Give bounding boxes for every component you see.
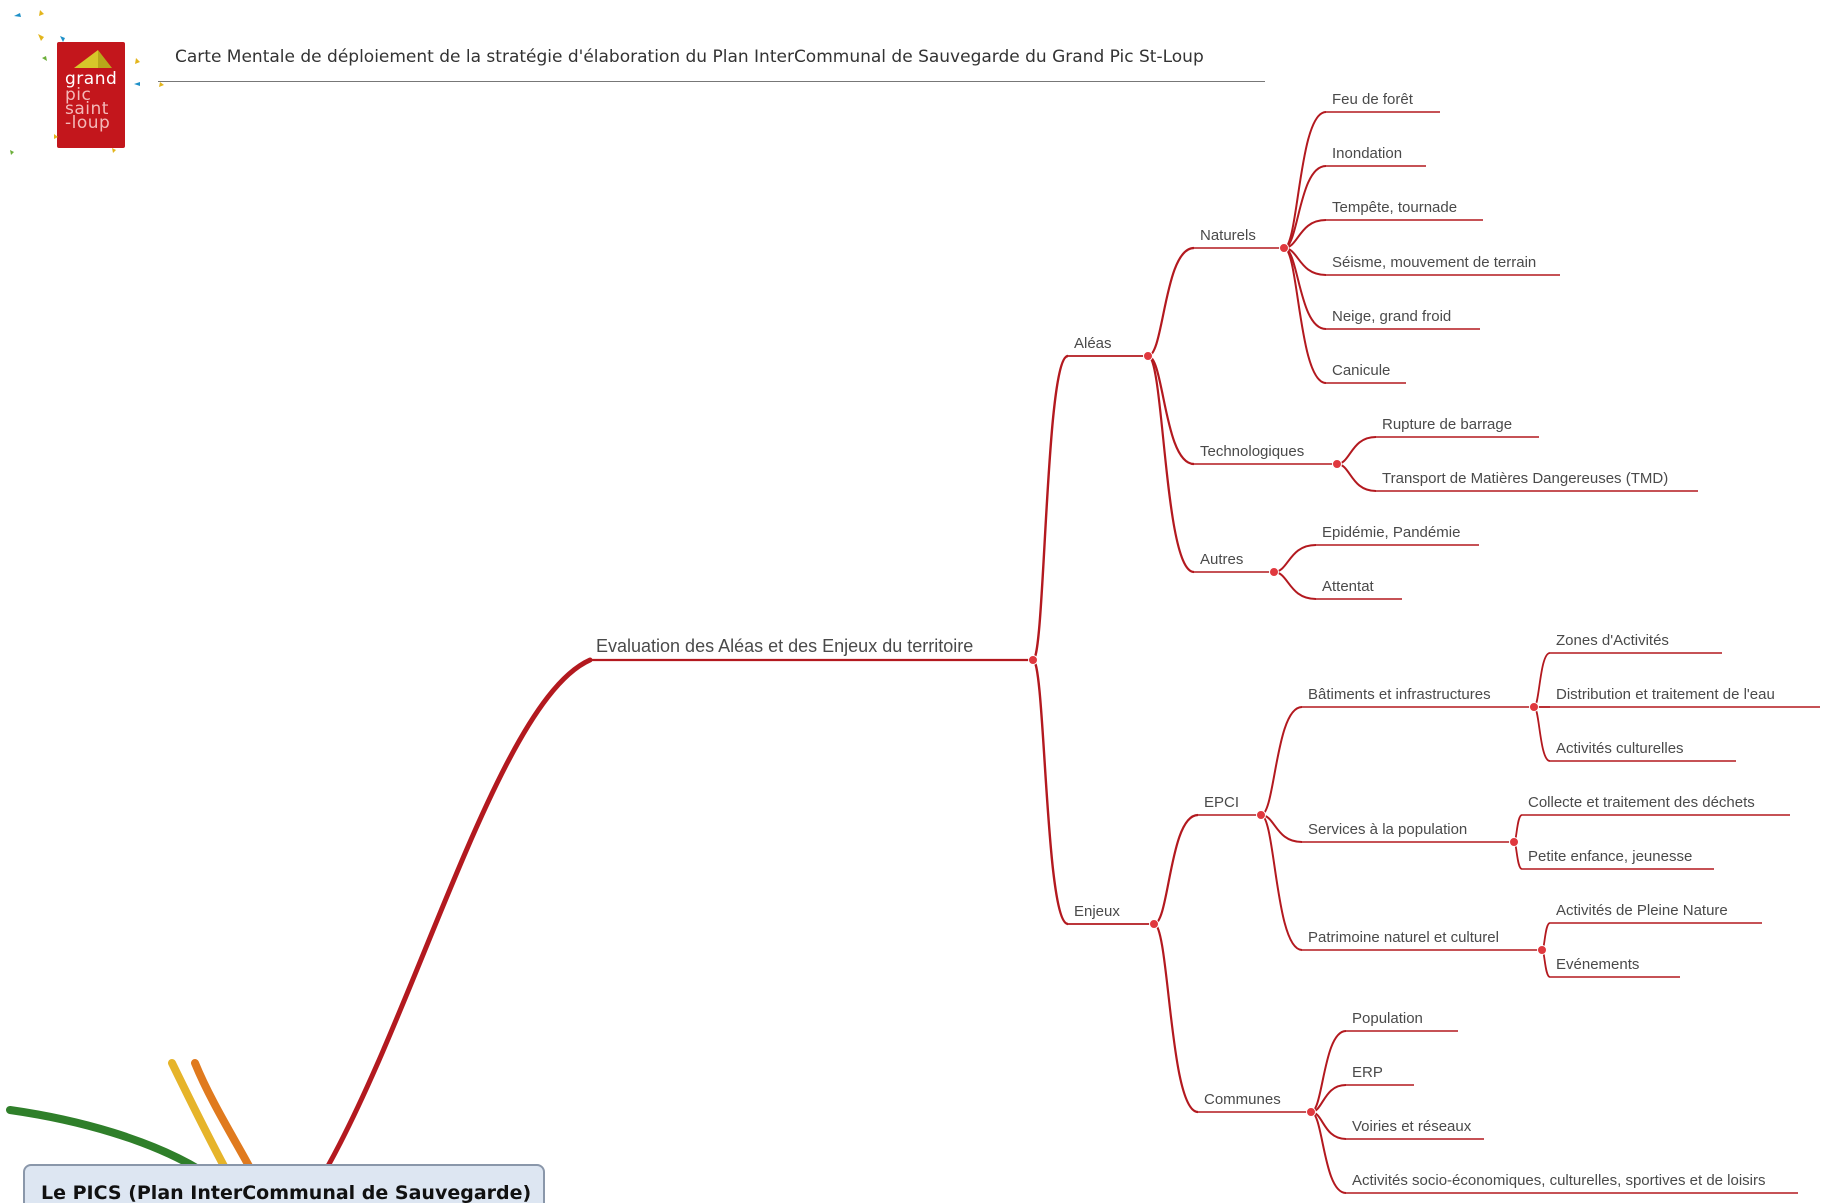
node-population[interactable]: Population	[1352, 1010, 1423, 1027]
node-distribution-et-traitement-de-l-eau[interactable]: Distribution et traitement de l'eau	[1556, 686, 1775, 703]
collapse-toggle-dot[interactable]	[1269, 567, 1279, 577]
node-petite-enfance-jeunesse[interactable]: Petite enfance, jeunesse	[1528, 848, 1692, 865]
branch-connector	[1031, 658, 1069, 926]
page-title: Carte Mentale de déploiement de la strat…	[175, 47, 1204, 67]
node-evenements[interactable]: Evénements	[1556, 956, 1639, 973]
node-services-a-la-population[interactable]: Services à la population	[1308, 821, 1467, 838]
node-communes[interactable]: Communes	[1204, 1091, 1281, 1108]
node-epidemie-pandemie[interactable]: Epidémie, Pandémie	[1322, 524, 1460, 541]
logo-triangle-shade-icon	[98, 50, 112, 68]
node-attentat[interactable]: Attentat	[1322, 578, 1375, 595]
collapse-toggle-dot[interactable]	[1529, 702, 1539, 712]
collapse-toggle-dot[interactable]	[1028, 655, 1038, 665]
node-inondation[interactable]: Inondation	[1332, 145, 1402, 162]
yellow-swoosh-decoration	[168, 1059, 229, 1172]
collapse-toggle-dot[interactable]	[1143, 351, 1153, 361]
node-evaluation-des-aleas-et-des-enjeux-du-territoire[interactable]: Evaluation des Aléas et des Enjeux du te…	[596, 636, 973, 656]
branch-connector	[1152, 922, 1199, 1114]
node-enjeux[interactable]: Enjeux	[1074, 903, 1120, 920]
collapse-toggle-dot[interactable]	[1279, 243, 1289, 253]
branch-connector	[1283, 165, 1327, 249]
node-rupture-de-barrage[interactable]: Rupture de barrage	[1382, 416, 1512, 433]
node-batiments-et-infrastructures[interactable]: Bâtiments et infrastructures	[1308, 686, 1491, 703]
node-zones-d-activites[interactable]: Zones d'Activités	[1556, 632, 1669, 649]
collapse-toggle-dot[interactable]	[1256, 810, 1266, 820]
branch-connector	[1283, 111, 1327, 249]
branch-connector	[1533, 706, 1551, 762]
branch-connector	[1147, 246, 1195, 358]
logo-triangle-icon	[74, 50, 98, 68]
node-activites-socio-economiques-culturelles-sportives-et-de-loisirs[interactable]: Activités socio-économiques, culturelles…	[1352, 1172, 1766, 1189]
branch-connector	[1336, 463, 1377, 492]
orange-swoosh-decoration	[191, 1059, 254, 1172]
node-autres[interactable]: Autres	[1200, 551, 1243, 568]
node-erp[interactable]: ERP	[1352, 1064, 1383, 1081]
branch-connector	[1146, 354, 1195, 574]
collapse-toggle-dot[interactable]	[1149, 919, 1159, 929]
collapse-toggle-dot[interactable]	[1537, 945, 1547, 955]
branch-connector	[1283, 247, 1327, 384]
title-divider	[158, 81, 1265, 82]
branch-connector	[1260, 814, 1303, 951]
node-feu-de-foret[interactable]: Feu de forêt	[1332, 91, 1414, 108]
node-neige-grand-froid[interactable]: Neige, grand froid	[1332, 308, 1451, 325]
node-collecte-et-traitement-des-dechets[interactable]: Collecte et traitement des déchets	[1528, 794, 1755, 811]
logo-text-line-3: saint	[65, 99, 109, 119]
logo-text-line-1: grand	[65, 69, 118, 89]
branch-connector	[1260, 706, 1303, 816]
green-swoosh-decoration	[6, 1106, 204, 1174]
node-activites-de-pleine-nature[interactable]: Activités de Pleine Nature	[1556, 902, 1728, 919]
root-node[interactable]: Le PICS (Plan InterCommunal de Sauvegard…	[23, 1164, 545, 1203]
collapse-toggle-dot[interactable]	[1306, 1107, 1316, 1117]
branch-connector	[1533, 652, 1551, 708]
node-activites-culturelles[interactable]: Activités culturelles	[1556, 740, 1684, 757]
branch-connector	[1273, 544, 1317, 573]
confetti-decoration-icon	[10, 10, 164, 155]
node-canicule[interactable]: Canicule	[1332, 362, 1390, 379]
branch-connector	[1310, 1030, 1347, 1113]
collapse-toggle-dot[interactable]	[1332, 459, 1342, 469]
logo-text-line-4: -loup	[65, 113, 111, 133]
page-header: grand pic saint -loup Carte Mentale de d…	[0, 0, 1300, 160]
node-seisme-mouvement-de-terrain[interactable]: Séisme, mouvement de terrain	[1332, 254, 1536, 271]
node-patrimoine-naturel-et-culturel[interactable]: Patrimoine naturel et culturel	[1308, 929, 1499, 946]
branch-connector	[1336, 436, 1377, 465]
node-voiries-et-reseaux[interactable]: Voiries et réseaux	[1352, 1118, 1472, 1135]
node-epci[interactable]: EPCI	[1204, 794, 1239, 811]
node-naturels[interactable]: Naturels	[1200, 227, 1256, 244]
branch-connector	[1153, 813, 1199, 926]
branch-connector	[1310, 1111, 1347, 1194]
node-technologiques[interactable]: Technologiques	[1200, 443, 1304, 460]
node-transport-de-matieres-dangereuses-tmd[interactable]: Transport de Matières Dangereuses (TMD)	[1382, 470, 1668, 487]
branch-root-to-main	[325, 657, 593, 1169]
branch-connector	[1273, 571, 1317, 600]
node-aleas[interactable]: Aléas	[1074, 335, 1112, 352]
branch-connector	[1147, 354, 1195, 466]
grand-pic-saint-loup-logo: grand pic saint -loup	[57, 42, 125, 148]
logo-text-line-2: pic	[65, 85, 92, 105]
branch-connector	[1031, 354, 1069, 662]
collapse-toggle-dot[interactable]	[1509, 837, 1519, 847]
root-node-label: Le PICS (Plan InterCommunal de Sauvegard…	[41, 1182, 532, 1203]
node-tempete-tournade[interactable]: Tempête, tournade	[1332, 199, 1457, 216]
